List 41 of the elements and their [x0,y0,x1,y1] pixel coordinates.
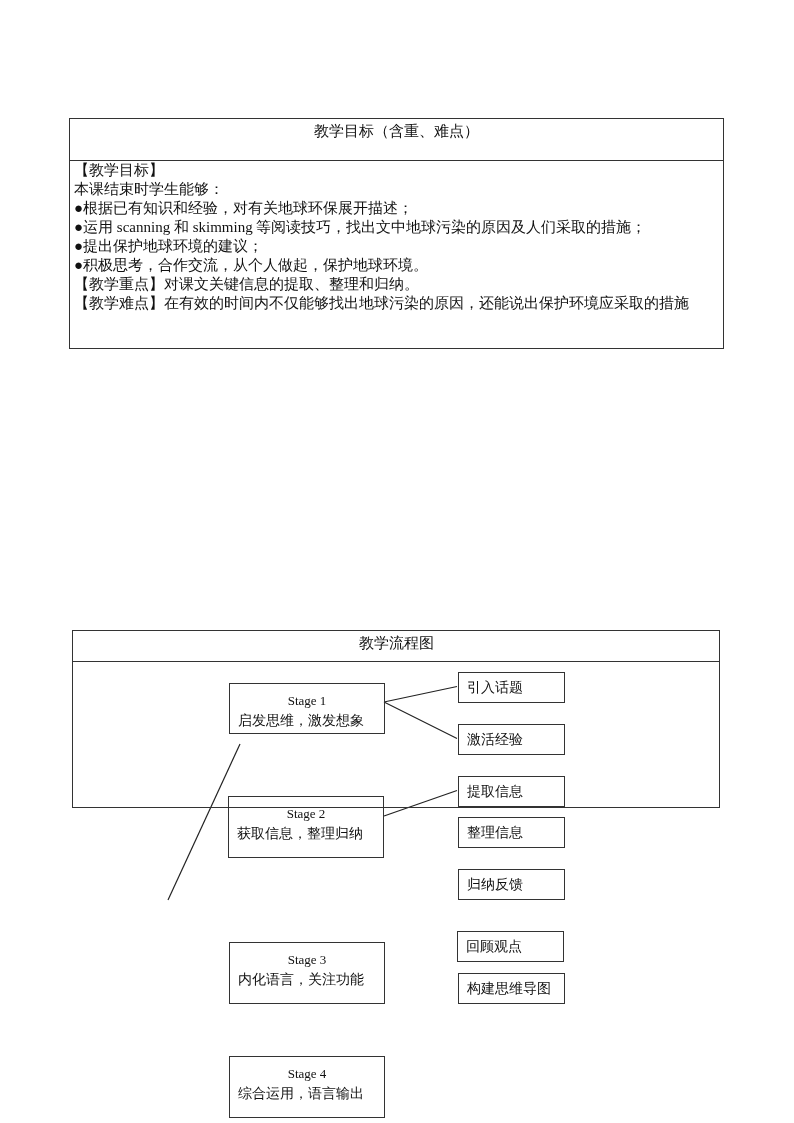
step-box [458,724,565,755]
text-line: 本课结束时学生能够： [73,180,225,199]
step-box [458,817,565,848]
step-label: 获取信息，整理归纳 [236,825,364,843]
step-label: 启发思维，激发想象 [237,712,365,730]
stage-label: Stage 2 [285,805,327,823]
text-line: 【教学难点】在有效的时间内不仅能够找出地球污染的原因，还能说出保护环境应采取的措施 [73,294,690,313]
step-label: 回顾观点 [466,938,523,956]
stage-box [229,942,385,1004]
connector-line [383,789,458,817]
step-label: 综合运用，语言输出 [237,1085,365,1103]
step-label: 整理信息 [467,824,524,842]
table-heading: 教学流程图 [73,631,719,662]
step-box [458,869,565,900]
step-label: 提取信息 [467,783,524,801]
stage-label: Stage 3 [286,951,328,969]
step-label: 引入话题 [467,679,524,697]
step-label: 内化语言，关注功能 [237,971,365,989]
text-line: ●积极思考，合作交流，从个人做起，保护地球环境。 [73,256,430,275]
text-line: 【教学重点】对课文关键信息的提取、整理和归纳。 [73,275,420,294]
stage-box [228,796,384,858]
step-box [458,672,565,703]
stage-label: Stage 1 [286,692,328,710]
connector-line [383,685,458,703]
table-heading: 教学目标（含重、难点） [70,119,723,161]
flowchart-frame [72,630,720,808]
step-label: 归纳反馈 [467,876,524,894]
step-box [458,776,565,807]
stage-label: Stage 4 [286,1065,328,1083]
text-line: ●根据已有知识和经验，对有关地球环保展开描述； [73,199,415,218]
step-label: 构建思维导图 [467,980,552,998]
text-line: ●提出保护地球环境的建议； [73,237,265,256]
text-line: ●运用 scanning 和 skimming 等阅读技巧，找出文中地球污染的原因及人们采取的措施； [73,218,648,237]
text-line: 【教学目标】 [73,161,165,180]
stage-box [229,1056,385,1118]
step-box [458,973,565,1004]
step-box [457,931,564,962]
connector-line [383,701,458,740]
objectives-table [69,118,724,349]
step-label: 激活经验 [467,731,524,749]
stage-box [229,683,385,734]
